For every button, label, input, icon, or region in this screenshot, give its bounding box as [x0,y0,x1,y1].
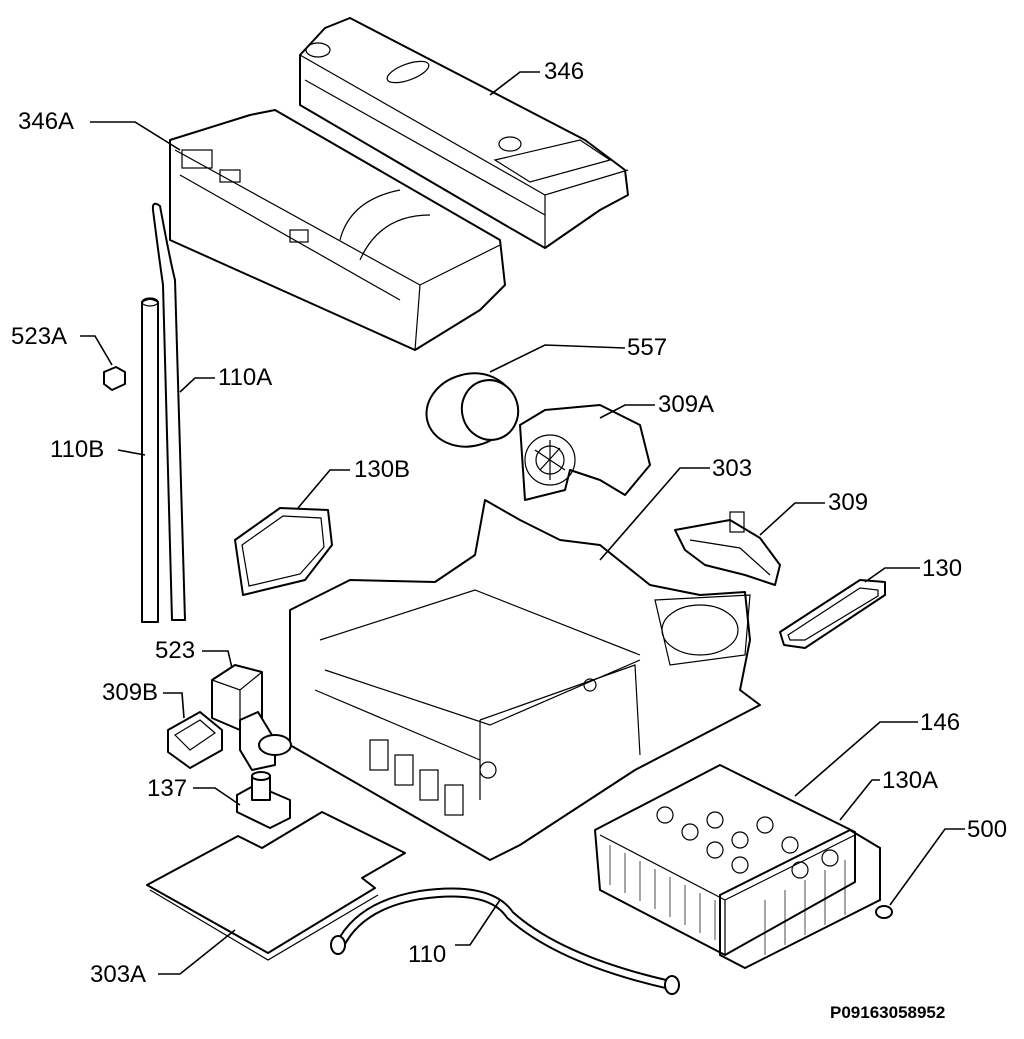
label-346: 346 [544,58,584,85]
label-303A: 303A [90,961,146,988]
part-309A-fan-housing [519,404,651,501]
label-110A: 110A [218,364,272,391]
label-137: 137 [147,775,187,802]
part-500-screw [875,905,893,919]
label-500: 500 [967,816,1007,843]
label-146: 146 [920,709,960,736]
part-523-connector [211,664,292,771]
drawing-code: P09163058952 [830,1003,945,1022]
label-523: 523 [155,637,195,664]
label-130A: 130A [882,767,938,794]
label-303: 303 [712,455,752,482]
label-130B: 130B [354,456,410,483]
part-labels: 346 346A 523A 110A 110B 557 309A 303 130… [11,58,1007,1022]
part-146-filter-frame [594,764,856,956]
part-557-ring [425,372,520,448]
leader-lines [80,71,965,975]
part-137-valve [236,771,291,829]
label-110: 110 [408,941,446,968]
part-346-water-container [299,17,629,249]
part-346A-container-housing [169,109,506,351]
label-130: 130 [922,555,962,582]
part-130A-filter-seal [719,828,881,970]
part-130B-gasket [234,507,333,596]
part-110B-tube [141,297,159,623]
label-309B: 309B [102,679,158,706]
label-346A: 346A [18,108,74,135]
label-557: 557 [627,334,667,361]
part-110-hose [330,887,680,995]
label-523A: 523A [11,323,67,350]
part-130-seal [779,579,886,649]
part-303-base-housing [289,499,761,861]
part-303A-panel [146,811,406,961]
part-309B-bracket [167,711,223,769]
label-309: 309 [828,489,868,516]
label-309A: 309A [658,391,714,418]
label-110B: 110B [50,436,104,463]
part-309-cover [674,511,781,586]
part-110A-hose [151,202,186,621]
part-523A-clip [103,366,126,391]
